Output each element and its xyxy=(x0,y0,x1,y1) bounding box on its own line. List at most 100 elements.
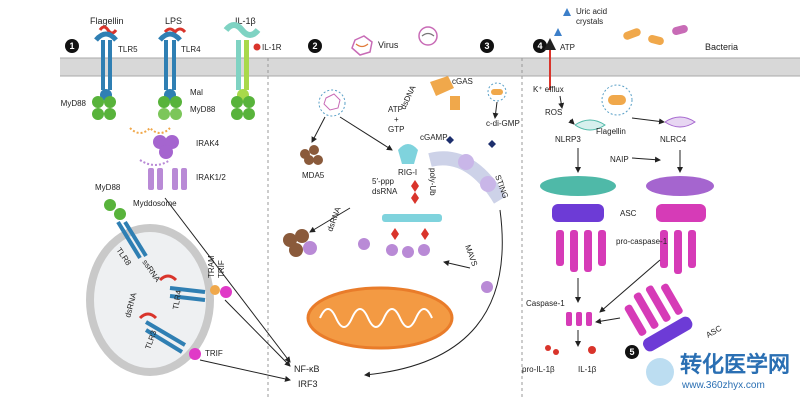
nfkb-label: NF-κB xyxy=(294,364,320,374)
flagellin-label: Flagellin xyxy=(90,16,124,26)
cgas-protein xyxy=(430,76,460,110)
naip-label: NAIP xyxy=(610,155,629,164)
mda5-filament xyxy=(283,229,317,257)
uric-acid-label-1: Uric acid xyxy=(576,7,607,16)
polyub-chain xyxy=(391,180,429,240)
uric-acid-crystals-icon xyxy=(554,8,571,36)
rigi-mavs-complex xyxy=(358,214,442,258)
tlr4-endosome-receptor xyxy=(158,274,220,302)
virus-icon xyxy=(351,35,373,56)
tlr4-label: TLR4 xyxy=(181,45,201,54)
atp-gtp-label-1: ATP xyxy=(388,105,403,114)
nlrp3-inflammasome xyxy=(540,176,616,272)
nlrp3-label: NLRP3 xyxy=(555,135,581,144)
mavs-label: MAVS xyxy=(463,244,479,268)
lps-ligand-icon xyxy=(163,27,187,35)
asc-label-b: ASC xyxy=(705,324,724,340)
atp-p4-label: ATP xyxy=(560,43,575,52)
nlrc4-inactive xyxy=(664,116,696,128)
irak12-label: IRAK1/2 xyxy=(196,173,226,182)
panel-number-1: 1 xyxy=(65,39,79,53)
dsrna-label-b: dsRNA xyxy=(372,187,398,196)
il1b-molecules xyxy=(545,345,596,355)
pro-caspase-label: pro-caspase-1 xyxy=(616,237,668,246)
signaling-arrows-panel1 xyxy=(164,197,291,382)
tlr5-label: TLR5 xyxy=(118,45,138,54)
svg-text:4: 4 xyxy=(537,41,542,51)
bacteria-label: Bacteria xyxy=(705,42,738,52)
sting-er-membrane xyxy=(428,151,507,204)
cdigmp-label: c-di-GMP xyxy=(486,119,520,128)
trif-node-b xyxy=(189,348,201,360)
ros-label: ROS xyxy=(545,108,562,117)
endosome xyxy=(86,224,214,376)
trif-node-a xyxy=(220,286,232,298)
trif-label-a: TRIF xyxy=(217,260,226,278)
il1b-top-label: IL-1β xyxy=(235,16,256,26)
uric-acid-label-2: crystals xyxy=(576,17,603,26)
rigi-label: RIG-I xyxy=(398,168,417,177)
cyclic-dinucleotide-marks xyxy=(446,136,496,148)
caspase1-label: Caspase-1 xyxy=(526,299,565,308)
irak4-complex xyxy=(129,126,179,159)
il1b-bottom-label: IL-1β xyxy=(578,365,597,374)
svg-text:www.360zhyx.com: www.360zhyx.com xyxy=(681,380,765,391)
irak12-complex xyxy=(139,159,187,190)
mal-stack xyxy=(158,96,182,120)
irf3-label: IRF3 xyxy=(298,379,318,389)
irak4-label: IRAK4 xyxy=(196,139,220,148)
nlrc4-label: NLRC4 xyxy=(660,135,687,144)
virus-label: Virus xyxy=(378,40,399,50)
watermark-logo: 转化医学网 www.360zhyx.com xyxy=(646,352,790,391)
mavs-node xyxy=(481,281,493,293)
svg-text:转化医学网: 转化医学网 xyxy=(680,352,790,377)
tlr8-receptor xyxy=(104,199,148,260)
dsrna-label-a: dsRNA xyxy=(325,205,342,233)
svg-text:3: 3 xyxy=(484,41,489,51)
k-efflux-label: K⁺ efflux xyxy=(533,85,564,94)
asc-speck xyxy=(624,283,693,352)
panel-number-5: 5 xyxy=(625,345,639,359)
myd88-endosome-label: MyD88 xyxy=(95,183,121,192)
plasma-membrane xyxy=(60,57,800,77)
virus-inside-icon xyxy=(318,89,346,117)
myd88-stack-left xyxy=(92,96,116,120)
myd88-label-a: MyD88 xyxy=(61,99,87,108)
svg-text:1: 1 xyxy=(69,41,74,51)
polyub-label: poly-Ub xyxy=(428,168,437,196)
mda5-protein xyxy=(300,145,323,165)
caspase1-protein xyxy=(566,312,592,326)
panel-number-3: 3 xyxy=(480,39,494,53)
flagellin-ligand-icon xyxy=(98,25,118,35)
tlr4-endosome-label: TLR4 xyxy=(171,289,183,310)
svg-text:5: 5 xyxy=(629,347,634,357)
myd88-label-b: MyD88 xyxy=(190,105,216,114)
signaling-arrows-panel2 xyxy=(309,101,503,378)
nlrp3-inactive xyxy=(574,119,606,131)
svg-text:2: 2 xyxy=(312,41,317,51)
myd88-stack-il1r xyxy=(231,96,255,120)
trif-label-b: TRIF xyxy=(205,349,223,358)
pro-il1b-label: pro-IL-1β xyxy=(522,365,555,374)
panel-number-4: 4 xyxy=(533,39,547,53)
myddosome-label: Myddosome xyxy=(133,199,177,208)
bacteria-dot-icon xyxy=(487,82,507,102)
virus-dna-icon xyxy=(418,26,438,46)
mitochondrion xyxy=(306,286,454,350)
atp-gtp-label-2: GTP xyxy=(388,125,404,134)
cgamp-label: cGAMP xyxy=(420,133,448,142)
flagellin-bacterium-icon xyxy=(601,84,633,116)
atp-gtp-plus: + xyxy=(394,115,399,124)
rigi-protein xyxy=(398,144,418,164)
il1r-label: IL-1R xyxy=(262,43,282,52)
cgas-label: cGAS xyxy=(452,77,473,86)
mda5-label: MDA5 xyxy=(302,171,325,180)
signaling-arrows-panel4 xyxy=(558,95,683,347)
nlrc4-inflammasome xyxy=(646,176,714,274)
bacteria-icons xyxy=(623,24,688,46)
lps-label: LPS xyxy=(165,16,182,26)
ppp-label: 5′-ppp xyxy=(372,177,395,186)
mal-label: Mal xyxy=(190,88,203,97)
